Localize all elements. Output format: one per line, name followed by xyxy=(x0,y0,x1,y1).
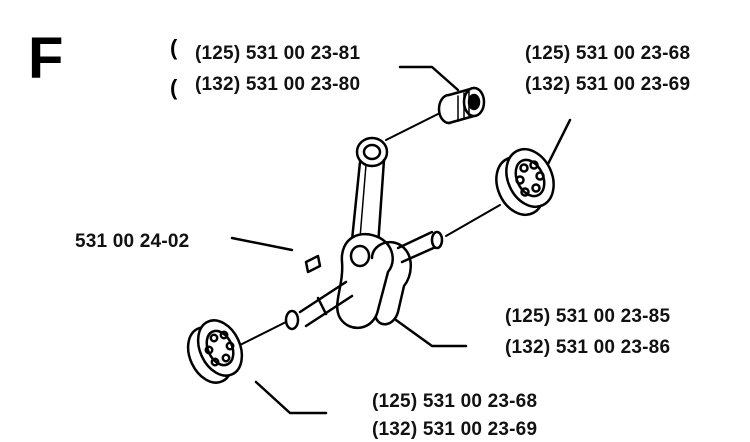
ball-bearing-right xyxy=(495,148,555,216)
bearing-left-label-125: (125) 531 00 23-68 xyxy=(372,391,538,412)
bracket-mark: ( xyxy=(170,35,178,60)
woodruff-key xyxy=(304,254,322,274)
axis-line-left xyxy=(233,321,287,349)
key-label: 531 00 24-02 xyxy=(75,231,190,252)
crankshaft-label-125: (125) 531 00 23-85 xyxy=(505,306,671,327)
leader-line-crankshaft xyxy=(394,318,468,348)
axis-line-conrod xyxy=(385,111,443,141)
ball-bearing-left xyxy=(186,319,244,384)
needle-bearing-part xyxy=(437,86,486,125)
needle-bearing-label-125: (125) 531 00 23-81 xyxy=(195,43,361,64)
bearing-right-label-132: (132) 531 00 23-69 xyxy=(525,74,691,95)
leader-line-bearing-left xyxy=(254,380,328,415)
connecting-rod xyxy=(350,136,389,248)
leader-line-bearing-right xyxy=(543,118,572,172)
bearing-right-label-125: (125) 531 00 23-68 xyxy=(525,43,691,64)
crankshaft-part xyxy=(284,230,444,331)
leader-line-key xyxy=(230,236,294,252)
exploded-view-diagram xyxy=(186,65,572,415)
bracket-mark: ( xyxy=(170,75,178,100)
section-letter: F xyxy=(28,26,64,91)
leader-line-needle-bearing xyxy=(398,65,460,92)
axis-line-right xyxy=(445,204,501,237)
crankshaft-label-132: (132) 531 00 23-86 xyxy=(505,337,671,358)
needle-bearing-label-132: (132) 531 00 23-80 xyxy=(195,74,361,95)
